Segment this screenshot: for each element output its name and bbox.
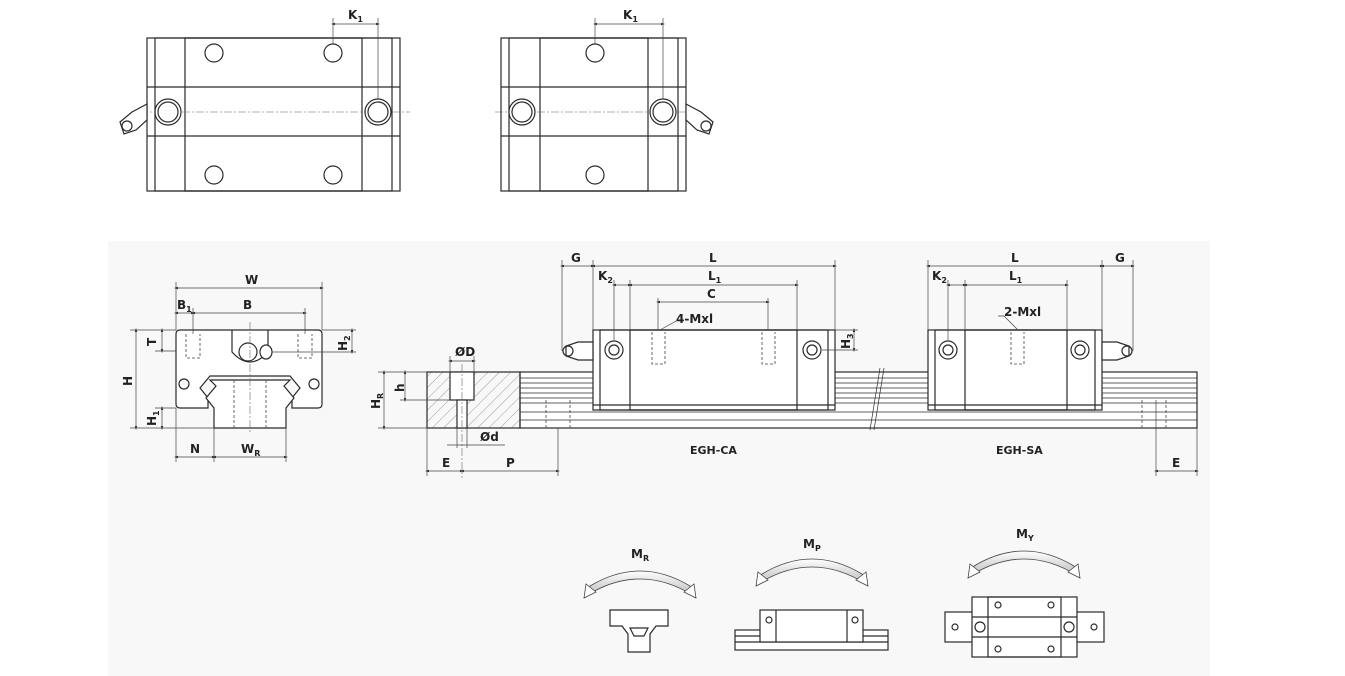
ca-l1-label: L1 [708,269,722,285]
ca-k2-label: K2 [598,269,613,285]
h-small-label: h [393,383,407,392]
egh-ca-caption: EGH-CA [690,444,737,457]
arrow-icon [583,583,697,599]
t-label: T [145,337,159,346]
ca-g-label: G [571,251,581,265]
n-label: N [190,442,200,456]
k1-label: K1 [623,8,638,24]
k1-label: K1 [348,8,363,24]
grease-nipple-icon [119,103,148,135]
arrow-icon [755,571,869,587]
arrow-icon [967,563,1081,579]
sa-k2-label: K2 [932,269,947,285]
grease-nipple-icon [1101,341,1133,361]
block-egh-ca [562,329,836,411]
od-small-label: Ød [480,430,499,444]
hr-label: HR [369,393,385,409]
moment-mr: MR [583,547,697,653]
od-label: ØD [455,345,475,359]
ca-h3-label: H3 [839,333,855,349]
sa-l-label: L [1011,251,1019,265]
b1-label: B1 [177,298,192,314]
h2-label: H2 [336,335,352,351]
egh-sa-caption: EGH-SA [996,444,1043,457]
sa-holes-label: 2-Mxl [1004,305,1041,319]
sa-e-label: E [1172,456,1180,470]
w-label: W [245,273,258,287]
top-view-right: K1 [495,8,714,192]
moment-mp: MP [734,537,889,651]
ca-holes-label: 4-Mxl [676,312,713,326]
p-label: P [506,456,515,470]
mr-label: MR [631,547,649,563]
sa-g-label: G [1115,251,1125,265]
grease-nipple-icon [562,341,594,361]
b-label: B [243,298,252,312]
ca-c-label: C [707,287,716,301]
top-view-left: K1 [119,8,410,192]
my-label: MY [1016,527,1034,543]
block-egh-sa [927,329,1133,411]
h1-label: H1 [145,410,161,426]
mp-label: MP [803,537,821,553]
h-label: H [121,376,135,386]
wr-label: WR [241,442,260,458]
side-view: ØD h HR Ød E P G L K2 L1 C 4-Mxl H3 EGH-… [369,251,1200,478]
ca-l-label: L [709,251,717,265]
sa-l1-label: L1 [1009,269,1023,285]
front-section-view: W B1 B T H2 H H1 N WR [121,273,356,462]
grease-nipple-icon [685,103,714,135]
moment-my: MY [944,527,1105,658]
e-label: E [442,456,450,470]
